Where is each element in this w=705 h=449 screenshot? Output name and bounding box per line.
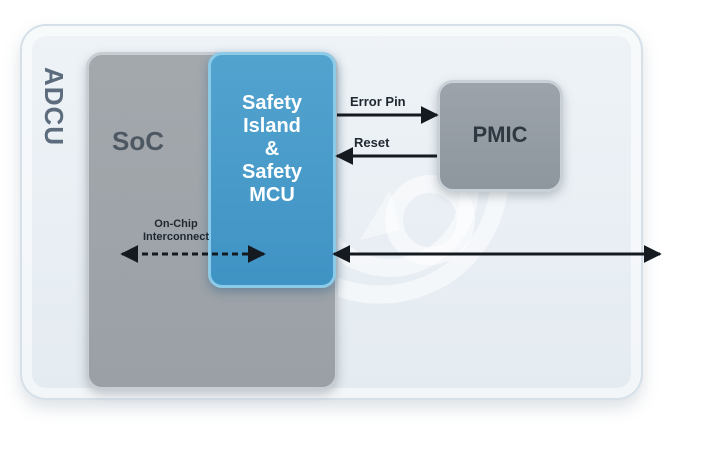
interconnect-label: On-Chip Interconnect (128, 218, 224, 244)
safety-island-label: Safety Island & Safety MCU (208, 92, 336, 207)
pmic-label: PMIC (472, 122, 528, 147)
soc-label: SoC (112, 126, 164, 156)
interconnect-label-line: Interconnect (142, 231, 209, 243)
safety-label-line: Island (243, 115, 301, 137)
safety-label-line: Safety (241, 92, 303, 114)
safety-label-line: MCU (249, 184, 295, 206)
safety-island-block (208, 52, 336, 288)
pmic-block (437, 80, 563, 192)
reset-label: Reset (354, 135, 390, 150)
safety-label-line: & (264, 138, 280, 160)
interconnect-label-line: On-Chip (154, 218, 198, 230)
error-pin-label: Error Pin (350, 94, 406, 109)
safety-label-line: Safety (241, 161, 303, 183)
